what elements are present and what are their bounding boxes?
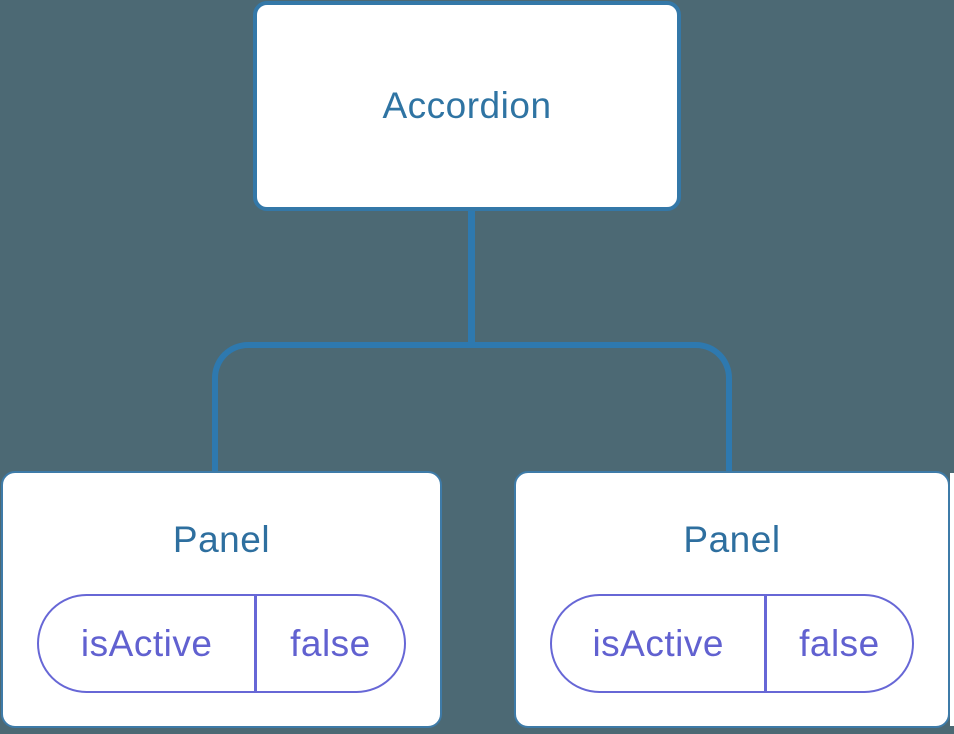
panel-node-label: Panel bbox=[683, 519, 781, 560]
state-key: isActive bbox=[592, 622, 724, 664]
connector-stem bbox=[468, 211, 475, 348]
state-pill: isActive false bbox=[37, 594, 406, 693]
panel-node-label: Panel bbox=[172, 519, 271, 560]
state-pill-divider bbox=[764, 596, 767, 691]
state-key: isActive bbox=[80, 622, 213, 664]
state-pill-divider bbox=[254, 596, 257, 691]
state-pill: isActive false bbox=[550, 594, 914, 693]
state-value: false bbox=[799, 622, 880, 664]
connector-bracket bbox=[212, 342, 732, 471]
edge-sliver bbox=[950, 473, 954, 726]
accordion-node: Accordion bbox=[253, 1, 681, 211]
panel-node-right: Panel isActive false bbox=[514, 471, 950, 728]
state-value: false bbox=[290, 622, 371, 664]
panel-node-left: Panel isActive false bbox=[1, 471, 442, 728]
accordion-node-label: Accordion bbox=[382, 85, 552, 126]
